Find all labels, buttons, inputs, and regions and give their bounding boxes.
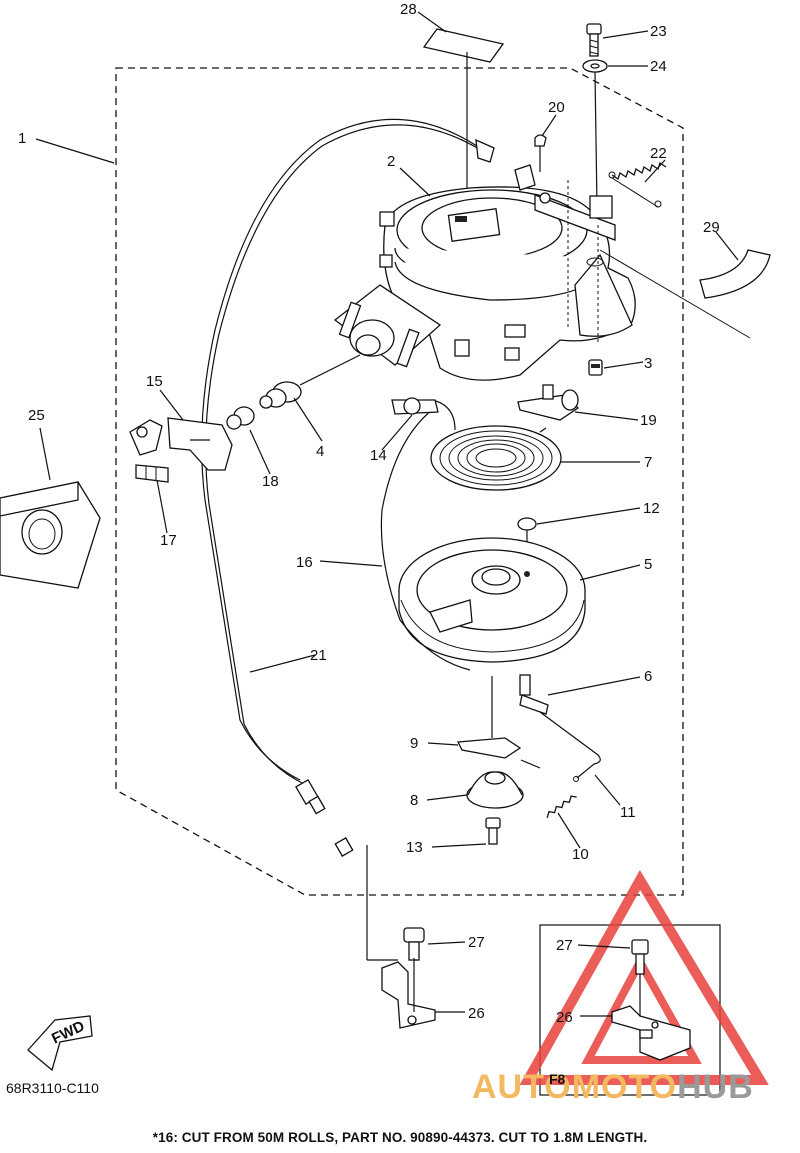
callout-10: 10	[572, 846, 589, 863]
part-21-cable-end	[295, 778, 354, 857]
callout-6: 6	[644, 668, 652, 685]
callout-18: 18	[262, 473, 279, 490]
part-3-nut	[588, 359, 603, 376]
diagram-code: 68R3110-C110	[6, 1080, 99, 1096]
callout-21: 21	[310, 647, 327, 664]
callout-29: 29	[703, 219, 720, 236]
callout-2: 2	[387, 153, 395, 170]
forward-direction-arrow: FWD	[27, 1015, 93, 1072]
callout-24: 24	[650, 58, 667, 75]
part-21-starter-cable	[201, 118, 495, 785]
watermark-part-2: MOTO	[571, 1068, 678, 1106]
callout-4: 4	[316, 443, 324, 460]
callout-27: 27	[468, 934, 485, 951]
part-22-spring	[608, 161, 667, 208]
callout-numbers: 1 2 3 4 5 6 7 8 9 10 11 12 13 14 15 16 1…	[18, 1, 720, 1026]
part-15-lever-bracket	[129, 417, 233, 471]
callout-7: 7	[644, 454, 652, 471]
part-26-bracket	[381, 961, 436, 1029]
footnote: *16: CUT FROM 50M ROLLS, PART NO. 90890-…	[152, 1130, 648, 1145]
part-5-pulley	[398, 537, 586, 663]
callout-17: 17	[160, 532, 177, 549]
part-27-bolt	[403, 927, 425, 961]
part-10-spring	[546, 795, 577, 818]
callout-11: 11	[620, 804, 636, 821]
part-4-cable-grommet	[259, 354, 361, 409]
part-29-sticker-strip	[699, 249, 771, 299]
callout-9: 9	[410, 735, 418, 752]
callout-15: 15	[146, 373, 163, 390]
watermark-part-1: AUTO	[472, 1068, 572, 1106]
callout-12: 12	[643, 500, 660, 517]
part-14-grommet	[391, 397, 439, 415]
callout-16: 16	[296, 554, 313, 571]
callout-14: 14	[370, 447, 387, 464]
callout-13: 13	[406, 839, 423, 856]
inset-detail-box	[519, 870, 769, 1096]
callout-5: 5	[644, 556, 652, 573]
callout-20: 20	[548, 99, 565, 116]
callout-28: 28	[400, 1, 417, 18]
callout-3: 3	[644, 355, 652, 372]
callout-23: 23	[650, 23, 667, 40]
inset-code: F8	[549, 1071, 566, 1087]
part-8-drive-plate	[466, 771, 524, 809]
part-17-clip	[135, 464, 169, 483]
callout-8: 8	[410, 792, 418, 809]
watermark-part-3: HUB	[677, 1068, 754, 1106]
watermark-triangle	[519, 870, 769, 1085]
callout-inset-26: 26	[556, 1009, 573, 1026]
part-7-recoil-spring	[430, 425, 562, 491]
part-25-rubber-pad	[0, 481, 101, 589]
part-2-starter-housing	[333, 164, 636, 381]
part-11-return-spring	[539, 711, 601, 782]
part-6-drive-pawl	[519, 674, 549, 715]
leader-lines	[35, 11, 739, 1017]
assembly-boundary	[115, 67, 684, 896]
callout-1: 1	[18, 130, 26, 147]
part-18-collar	[226, 406, 255, 430]
part-23-bolt	[586, 23, 602, 57]
part-24-washer	[582, 59, 608, 208]
part-9-friction-plate	[456, 737, 522, 759]
callout-19: 19	[640, 412, 657, 429]
callout-25: 25	[28, 407, 45, 424]
callout-22: 22	[650, 145, 667, 162]
watermark-brand-text: AUTOMOTOHUB	[472, 1068, 754, 1107]
part-13-bolt	[485, 817, 501, 845]
part-20-clip	[534, 134, 547, 172]
callout-inset-27: 27	[556, 937, 573, 954]
part-19-stopper-plate	[517, 384, 580, 421]
callout-26: 26	[468, 1005, 485, 1022]
